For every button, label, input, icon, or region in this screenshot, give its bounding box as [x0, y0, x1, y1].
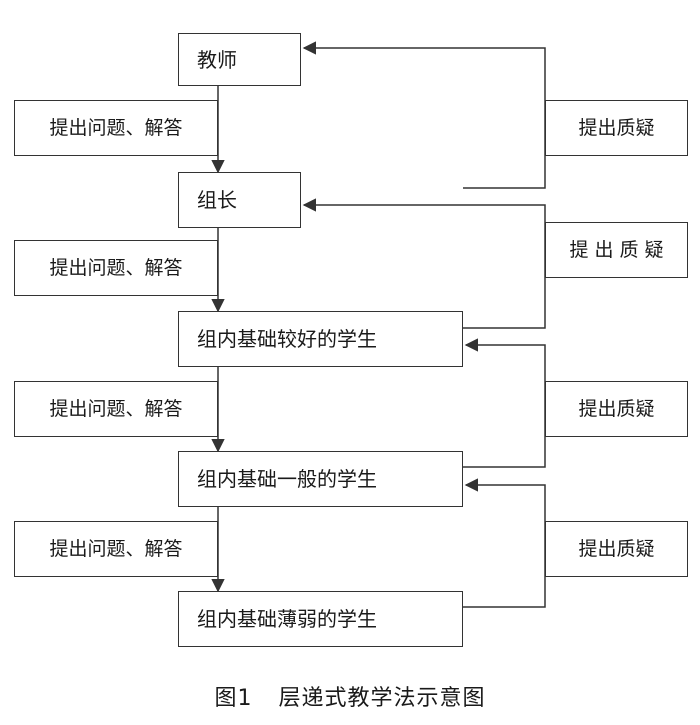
down-label-4: 提出问题、解答	[14, 521, 218, 577]
up-label-3-text: 提出质疑	[578, 397, 655, 420]
node-teacher: 教师	[178, 33, 301, 86]
figure-title: 层递式教学法示意图	[278, 686, 486, 711]
figure-number: 图1	[214, 686, 253, 711]
up-label-4: 提出质疑	[545, 521, 688, 577]
down-label-1-text: 提出问题、解答	[49, 116, 183, 139]
up-path-1	[302, 41, 546, 189]
node-average-students-label: 组内基础一般的学生	[197, 467, 377, 491]
node-strong-students: 组内基础较好的学生	[178, 311, 463, 367]
down-label-2-text: 提出问题、解答	[49, 256, 183, 279]
up-label-2-text: 提 出 质 疑	[569, 238, 664, 261]
figure-caption: 图1 层递式教学法示意图	[0, 680, 700, 712]
down-label-2: 提出问题、解答	[14, 240, 218, 296]
node-teacher-label: 教师	[197, 47, 237, 72]
up-label-1-text: 提出质疑	[578, 116, 655, 139]
down-label-4-text: 提出问题、解答	[49, 537, 183, 560]
up-label-4-text: 提出质疑	[578, 537, 655, 560]
up-label-1: 提出质疑	[545, 100, 688, 156]
up-path-3	[463, 338, 546, 468]
down-label-3-text: 提出问题、解答	[49, 397, 183, 420]
up-label-3: 提出质疑	[545, 381, 688, 437]
node-weak-students: 组内基础薄弱的学生	[178, 591, 463, 647]
down-label-1: 提出问题、解答	[14, 100, 218, 156]
up-label-2: 提 出 质 疑	[545, 222, 688, 278]
down-label-3: 提出问题、解答	[14, 381, 218, 437]
node-strong-students-label: 组内基础较好的学生	[197, 327, 377, 351]
node-group-leader: 组长	[178, 172, 301, 228]
node-weak-students-label: 组内基础薄弱的学生	[197, 607, 377, 631]
node-average-students: 组内基础一般的学生	[178, 451, 463, 507]
up-path-2	[302, 198, 546, 329]
up-path-4	[463, 478, 546, 608]
node-group-leader-label: 组长	[197, 188, 237, 212]
